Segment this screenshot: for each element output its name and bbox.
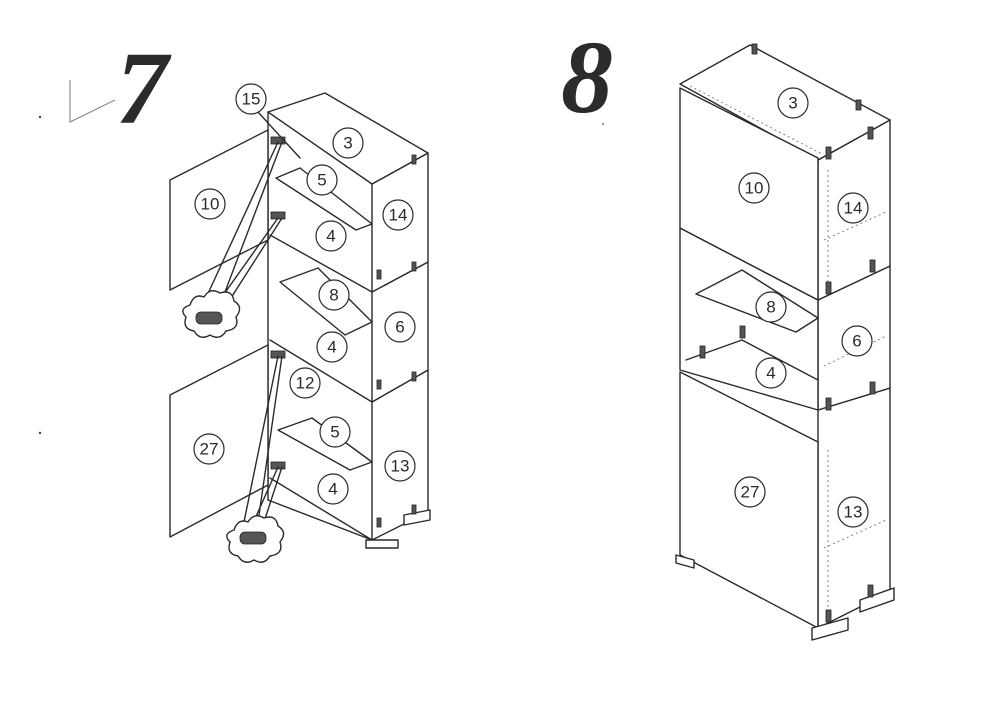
bottom-panel-edge — [269, 477, 373, 541]
part-label-15: 15 — [235, 83, 267, 115]
divider-upper — [269, 234, 373, 293]
part-label-6: 6 — [841, 325, 873, 357]
screw-callout-upper — [182, 141, 283, 338]
shelf-dash — [823, 335, 887, 367]
svg-text:5: 5 — [330, 423, 339, 442]
svg-text:4: 4 — [327, 338, 336, 357]
part-label-4: 4 — [755, 357, 787, 389]
side-hardware-marks — [699, 43, 876, 623]
svg-text:8: 8 — [766, 298, 775, 317]
part-label-13: 13 — [837, 496, 869, 528]
screw-callout-lower — [226, 355, 285, 563]
part-label-4-upper: 4 — [315, 220, 347, 252]
step-7-number: 7 — [116, 31, 172, 146]
part-label-6: 6 — [384, 311, 416, 343]
foot-front — [811, 617, 849, 641]
part-label-4-middle: 4 — [316, 331, 348, 363]
svg-text:10: 10 — [745, 179, 764, 198]
part-label-27: 27 — [734, 476, 766, 508]
svg-text:3: 3 — [788, 94, 797, 113]
svg-text:13: 13 — [844, 503, 863, 522]
svg-text:3: 3 — [343, 134, 352, 153]
svg-text:4: 4 — [328, 480, 337, 499]
svg-text:14: 14 — [844, 199, 863, 218]
part-label-10: 10 — [194, 188, 226, 220]
svg-text:5: 5 — [317, 171, 326, 190]
svg-text:14: 14 — [389, 206, 408, 225]
part-label-10: 10 — [738, 172, 770, 204]
corner-mark — [69, 80, 116, 123]
foot-right — [859, 587, 895, 613]
part-label-5-top: 5 — [306, 164, 338, 196]
shelf-dash — [823, 211, 887, 241]
part-label-3: 3 — [332, 127, 364, 159]
scan-specks — [38, 115, 604, 435]
svg-text:15: 15 — [242, 90, 261, 109]
svg-text:12: 12 — [296, 374, 315, 393]
svg-text:13: 13 — [391, 457, 410, 476]
part-label-14: 14 — [382, 199, 414, 231]
svg-text:4: 4 — [766, 364, 775, 383]
part-label-3: 3 — [777, 87, 809, 119]
svg-text:27: 27 — [741, 483, 760, 502]
svg-text:4: 4 — [326, 227, 335, 246]
part-label-14: 14 — [837, 192, 869, 224]
shelf-5-bottom — [277, 417, 373, 471]
step-7-group: 7 — [69, 31, 431, 563]
part-label-27: 27 — [193, 433, 225, 465]
step-8-group: 8 — [561, 20, 895, 641]
screw-icon — [239, 531, 267, 545]
base-line — [267, 499, 373, 541]
shelf-5-top — [275, 167, 373, 231]
svg-text:6: 6 — [395, 318, 404, 337]
divider-middle — [269, 339, 373, 403]
part-label-8: 8 — [318, 279, 350, 311]
screw-icon — [195, 311, 223, 325]
svg-text:6: 6 — [852, 332, 861, 351]
part-label-12: 12 — [289, 367, 321, 399]
svg-text:10: 10 — [201, 195, 220, 214]
foot-left — [675, 554, 695, 569]
door-hinges — [270, 136, 286, 470]
svg-text:27: 27 — [200, 440, 219, 459]
part-label-5-bottom: 5 — [319, 416, 351, 448]
shelf-dash — [823, 519, 887, 549]
svg-text:8: 8 — [329, 286, 338, 305]
foot-front — [365, 539, 399, 549]
foot-right — [403, 509, 431, 526]
step-8-number: 8 — [561, 20, 613, 135]
part-label-8: 8 — [755, 291, 787, 323]
part-label-4-bottom: 4 — [317, 473, 349, 505]
part-label-13: 13 — [384, 450, 416, 482]
side-hardware-marks — [376, 154, 417, 528]
leader-15 — [257, 111, 301, 159]
